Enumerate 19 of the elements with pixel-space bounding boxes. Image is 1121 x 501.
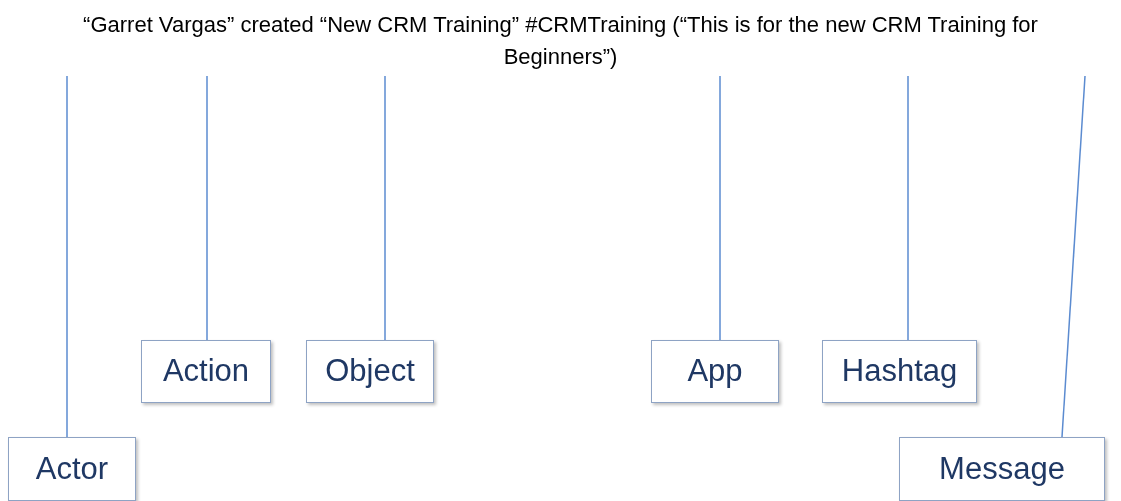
leader-line xyxy=(384,75,386,341)
label-text: App xyxy=(687,352,743,391)
leader-line xyxy=(66,75,68,438)
leader-line xyxy=(907,75,909,341)
label-box xyxy=(899,437,1105,501)
label-text: Actor xyxy=(35,449,109,488)
label-box xyxy=(141,340,271,403)
leader-line xyxy=(206,75,208,341)
label-text: Hashtag xyxy=(841,352,958,391)
label-box xyxy=(822,340,977,403)
label-text: Action xyxy=(162,352,250,391)
label-box xyxy=(651,340,779,403)
leader-line xyxy=(719,75,721,341)
leader-line xyxy=(1061,75,1086,438)
label-text: Message xyxy=(939,449,1065,488)
label-box xyxy=(306,340,434,403)
label-text: Object xyxy=(325,352,415,391)
example-sentence: “Garret Vargas” created “New CRM Training” #CRMTraining (“This is for the new CRM Training for Beginners”) xyxy=(82,11,1039,71)
label-box xyxy=(8,437,136,501)
